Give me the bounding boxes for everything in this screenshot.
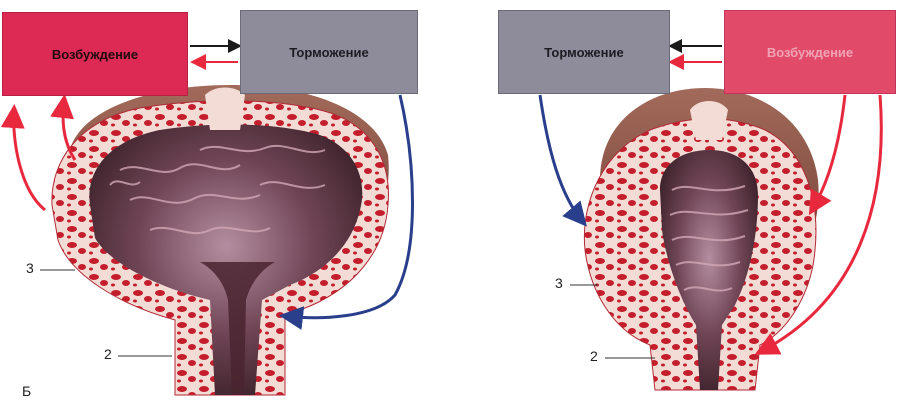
right-bladder [584,88,818,390]
left-inhibition-box: Торможение [240,10,418,94]
left-red-arrow-1 [14,110,45,210]
left-inhibition-label: Торможение [289,45,368,60]
left-excitation-label: Возбуждение [52,47,138,62]
right-excitation-label: Возбуждение [767,45,853,60]
left-excitation-box: Возбуждение [2,12,188,96]
left-bladder [52,85,389,395]
right-inhibition-label: Торможение [544,45,623,60]
right-excitation-box: Возбуждение [724,10,896,94]
right-label-2: 2 [590,348,598,364]
left-bladder-lumen [89,125,362,395]
left-label-2: 2 [104,346,112,362]
right-inhibition-box: Торможение [498,10,670,94]
panel-letter: Б [22,383,31,399]
right-blue-arrow [540,95,583,222]
right-label-3: 3 [555,275,563,291]
left-label-3: 3 [26,260,34,276]
